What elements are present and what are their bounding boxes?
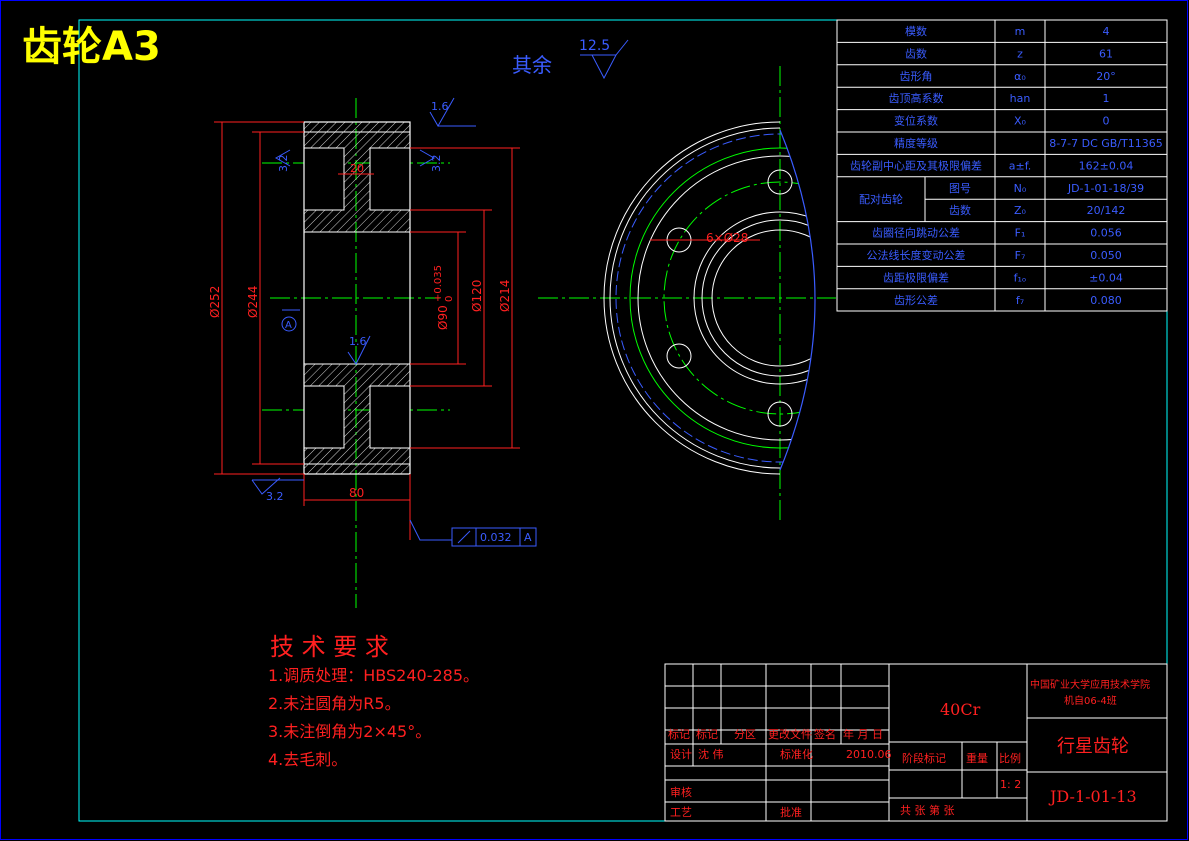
- param-value-10: 0.050: [1090, 249, 1122, 262]
- hdr-change: 更改文件: [768, 727, 812, 741]
- hdr-mark-2: 标记: [696, 727, 718, 741]
- param-value-3: 1: [1103, 92, 1110, 105]
- design-label: 设计: [670, 748, 692, 761]
- param-name-3: 齿顶高系数: [889, 91, 944, 105]
- sheet-label: 齿轮A3: [22, 24, 161, 70]
- dim-od252: Ø252: [208, 286, 222, 318]
- scale-label: 比例: [999, 751, 1021, 765]
- tech-item-1: 1.调质处理：HBS240-285。: [268, 666, 479, 685]
- part-name: 行星齿轮: [1057, 736, 1129, 757]
- stage-label: 阶段标记: [902, 751, 946, 765]
- param-symbol-7: N₀: [1014, 182, 1027, 195]
- param-value-5: 8-7-7 DC GB/T11365: [1049, 137, 1163, 150]
- param-value-9: 0.056: [1090, 227, 1122, 240]
- param-symbol-8: Z₀: [1014, 204, 1027, 217]
- school: 中国矿业大学应用技术学院: [1030, 678, 1150, 691]
- roughness-5: 3.2: [266, 490, 284, 503]
- param-name-4: 变位系数: [894, 114, 938, 128]
- param-name-2: 齿形角: [900, 70, 933, 83]
- surface-finish-value: 12.5: [579, 38, 610, 54]
- designer: 沈 伟: [698, 747, 724, 761]
- param-name-5: 精度等级: [894, 136, 938, 150]
- section-view: Ø252 Ø244 Ø90 +0.035 0 Ø120 Ø214 20 80 1…: [208, 97, 537, 608]
- param-symbol-2: α₀: [1014, 70, 1026, 83]
- end-view: 6×Ø28: [538, 66, 836, 520]
- hdr-zone: 分区: [734, 728, 756, 741]
- material: 40Cr: [940, 700, 981, 719]
- param-merged-label: 配对齿轮: [859, 192, 903, 206]
- param-value-7: JD-1-01-18/39: [1067, 182, 1144, 195]
- roughness-2: 3.2: [277, 155, 290, 173]
- param-value-2: 20°: [1096, 70, 1116, 83]
- dim-width: 80: [349, 486, 364, 500]
- param-symbol-9: F₁: [1015, 227, 1026, 240]
- param-value-4: 0: [1103, 115, 1110, 128]
- param-name-9: 齿圈径向跳动公差: [872, 226, 960, 240]
- runout-datum: A: [524, 531, 532, 544]
- drawing-no: JD-1-01-13: [1048, 787, 1137, 806]
- param-value-8: 20/142: [1087, 204, 1126, 217]
- param-symbol-0: m: [1015, 25, 1026, 38]
- param-symbol-1: z: [1017, 47, 1023, 60]
- sheets: 共 张 第 张: [900, 803, 955, 817]
- roughness-4: 1.6: [349, 335, 367, 348]
- dim-web: 20: [350, 162, 364, 175]
- runout-value: 0.032: [480, 531, 512, 544]
- param-name-1: 齿数: [905, 47, 927, 60]
- date: 2010.06: [846, 748, 892, 761]
- param-name-7: 图号: [949, 182, 971, 195]
- param-name-12: 齿形公差: [894, 293, 938, 307]
- dim-d214: Ø214: [498, 280, 512, 312]
- hdr-mark-1: 标记: [668, 727, 690, 741]
- param-symbol-6: a±f.: [1009, 159, 1032, 172]
- drawing-frame: [78, 19, 1168, 822]
- param-value-6: 162±0.04: [1079, 159, 1134, 172]
- datum-circle: [281, 316, 297, 332]
- param-symbol-10: F₇: [1015, 249, 1026, 262]
- class: 机自06-4班: [1064, 694, 1117, 707]
- hdr-date: 年 月 日: [843, 727, 883, 741]
- roughness-1: 1.6: [431, 100, 449, 113]
- runout-frame: [409, 519, 537, 547]
- param-name-8: 齿数: [949, 204, 971, 217]
- param-name-0: 模数: [905, 25, 927, 38]
- dim-od244: Ø244: [246, 286, 260, 318]
- surface-finish-symbol: [580, 39, 629, 80]
- param-value-0: 4: [1103, 25, 1110, 38]
- tech-item-3: 3.未注倒角为2×45°。: [268, 722, 431, 741]
- tech-item-2: 2.未注圆角为R5。: [268, 694, 401, 713]
- param-value-12: 0.080: [1090, 294, 1122, 307]
- params-table: 模数 m 4 齿数 z 61 齿形角 α₀ 20° 齿顶高系数 han 1 变位系数 X₀ 0 精度等级 8-7…: [836, 19, 1168, 312]
- roughness-3: 3.2: [430, 155, 443, 173]
- param-symbol-11: f₁ₒ: [1014, 271, 1027, 284]
- param-name-11: 齿距极限偏差: [883, 270, 949, 284]
- datum-label: A: [285, 320, 292, 331]
- hdr-sign: 签名: [814, 727, 836, 741]
- param-name-10: 公法线长度变动公差: [867, 248, 966, 262]
- standard-label: 标准化: [780, 747, 813, 761]
- dim-bore-lower: 0: [444, 296, 455, 302]
- param-symbol-3: han: [1010, 92, 1031, 105]
- process-label: 工艺: [670, 806, 692, 819]
- scale: 1: 2: [1000, 778, 1021, 791]
- weight-label: 重量: [966, 751, 988, 765]
- holes-note: 6×Ø28: [706, 231, 748, 245]
- approve-label: 批准: [780, 805, 802, 819]
- tech-title: 技 术 要 求: [270, 633, 389, 661]
- review-label: 审核: [670, 785, 692, 799]
- tech-item-4: 4.去毛刺。: [268, 750, 347, 769]
- dim-d120: Ø120: [470, 280, 484, 312]
- param-value-11: ±0.04: [1089, 271, 1123, 284]
- dim-bore-upper: +0.035: [433, 265, 444, 302]
- param-symbol-12: f₇: [1016, 294, 1024, 307]
- param-symbol-4: X₀: [1014, 115, 1027, 128]
- dim-bore-base: Ø90: [436, 305, 450, 330]
- title-block: [664, 663, 1168, 822]
- surface-finish-label: 其余: [512, 53, 552, 77]
- param-value-1: 61: [1099, 47, 1113, 60]
- param-name-6: 齿轮副中心距及其极限偏差: [850, 158, 982, 172]
